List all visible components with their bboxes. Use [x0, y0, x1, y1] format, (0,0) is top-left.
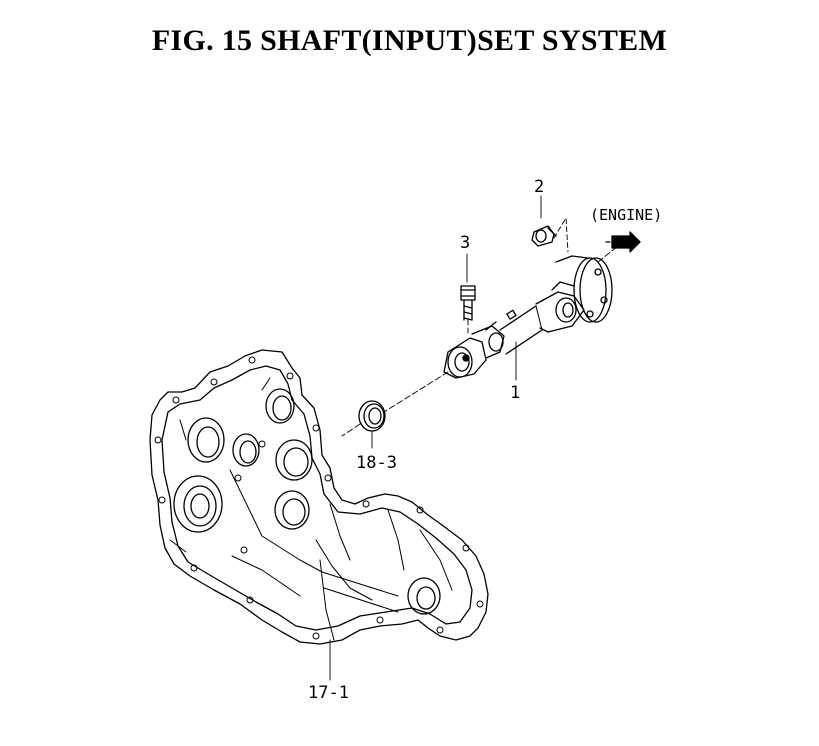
callout-part-3: 3: [460, 233, 470, 253]
leader-lines: [329, 195, 619, 681]
arrow-icon: [605, 231, 641, 253]
bolt-part-3: [460, 285, 476, 321]
figure-title: FIG. 15 SHAFT(INPUT)SET SYSTEM: [151, 24, 668, 57]
callout-part-1: 1: [510, 383, 520, 403]
transmission-case: [149, 349, 489, 645]
callout-part-18-3: 18-3: [356, 453, 397, 473]
oil-seal-part: [358, 400, 386, 432]
engine-direction-label: (ENGINE): [590, 206, 662, 224]
input-shaft-part: [443, 255, 613, 379]
callout-part-17-1: 17-1: [308, 683, 349, 703]
bolt-part-2: [531, 225, 557, 247]
callout-part-2: 2: [534, 177, 544, 197]
